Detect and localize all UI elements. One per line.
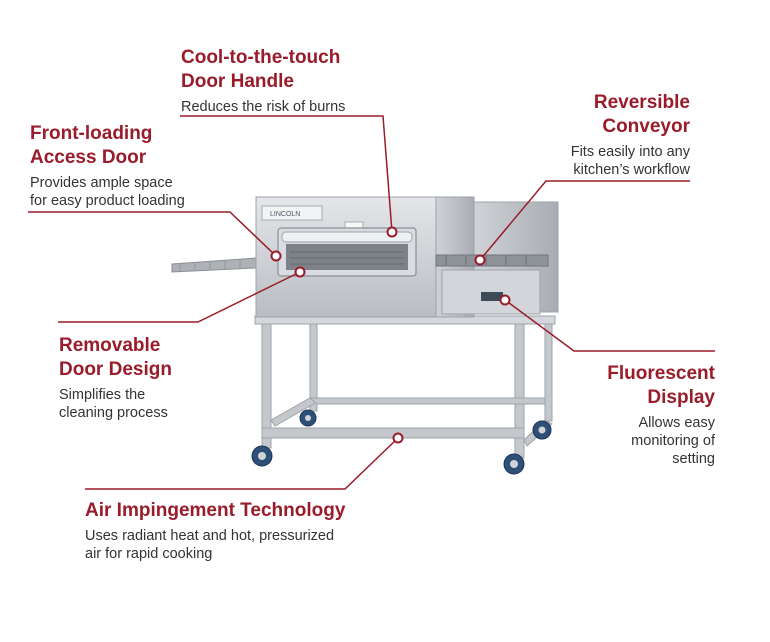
leader-door-handle — [180, 115, 393, 233]
removable-door-desc: Simplifies the cleaning process — [59, 387, 168, 421]
leader-conveyor — [479, 180, 690, 261]
callout-removable-door: Removable Door Design Simplifies the cle… — [59, 334, 172, 422]
removable-door-title: Removable Door Design — [59, 335, 172, 380]
display-desc: Allows easy monitoring of setting — [631, 415, 715, 467]
leader-removable-door — [58, 271, 301, 323]
callout-display: Fluorescent Display Allows easy monitori… — [607, 362, 715, 468]
conveyor-title: Reversible Conveyor — [593, 92, 690, 137]
air-title: Air Impingement Technology — [85, 500, 346, 521]
leader-display — [504, 299, 715, 352]
air-desc: Uses radiant heat and hot, pressurized a… — [85, 528, 335, 562]
oven-stand — [254, 315, 556, 459]
marker-door-handle — [386, 226, 398, 238]
leader-access-door — [28, 211, 277, 257]
callout-door-handle: Cool-to-the-touch Door Handle Reduces th… — [181, 46, 345, 116]
callout-access-door: Front-loading Access Door Provides ample… — [30, 122, 185, 210]
leader-air — [85, 437, 399, 490]
marker-display — [499, 294, 511, 306]
access-door-desc: Provides ample space for easy product lo… — [30, 175, 185, 209]
door-handle-title: Cool-to-the-touch Door Handle — [181, 47, 341, 92]
conveyor-left-extension — [171, 257, 257, 273]
marker-access-door — [270, 250, 282, 262]
marker-conveyor — [474, 254, 486, 266]
marker-removable-door — [294, 266, 306, 278]
fluorescent-display-screen — [481, 292, 503, 301]
access-door-title: Front-loading Access Door — [30, 123, 153, 168]
callout-conveyor: Reversible Conveyor Fits easily into any… — [571, 91, 690, 179]
marker-air — [392, 432, 404, 444]
oven-brand-label: LINCOLN — [270, 211, 300, 218]
callout-air-impingement: Air Impingement Technology Uses radiant … — [85, 499, 345, 563]
door-handle-desc: Reduces the risk of burns — [181, 99, 346, 115]
display-title: Fluorescent Display — [607, 363, 715, 408]
conveyor-desc: Fits easily into any kitchen’s workflow — [570, 144, 690, 178]
